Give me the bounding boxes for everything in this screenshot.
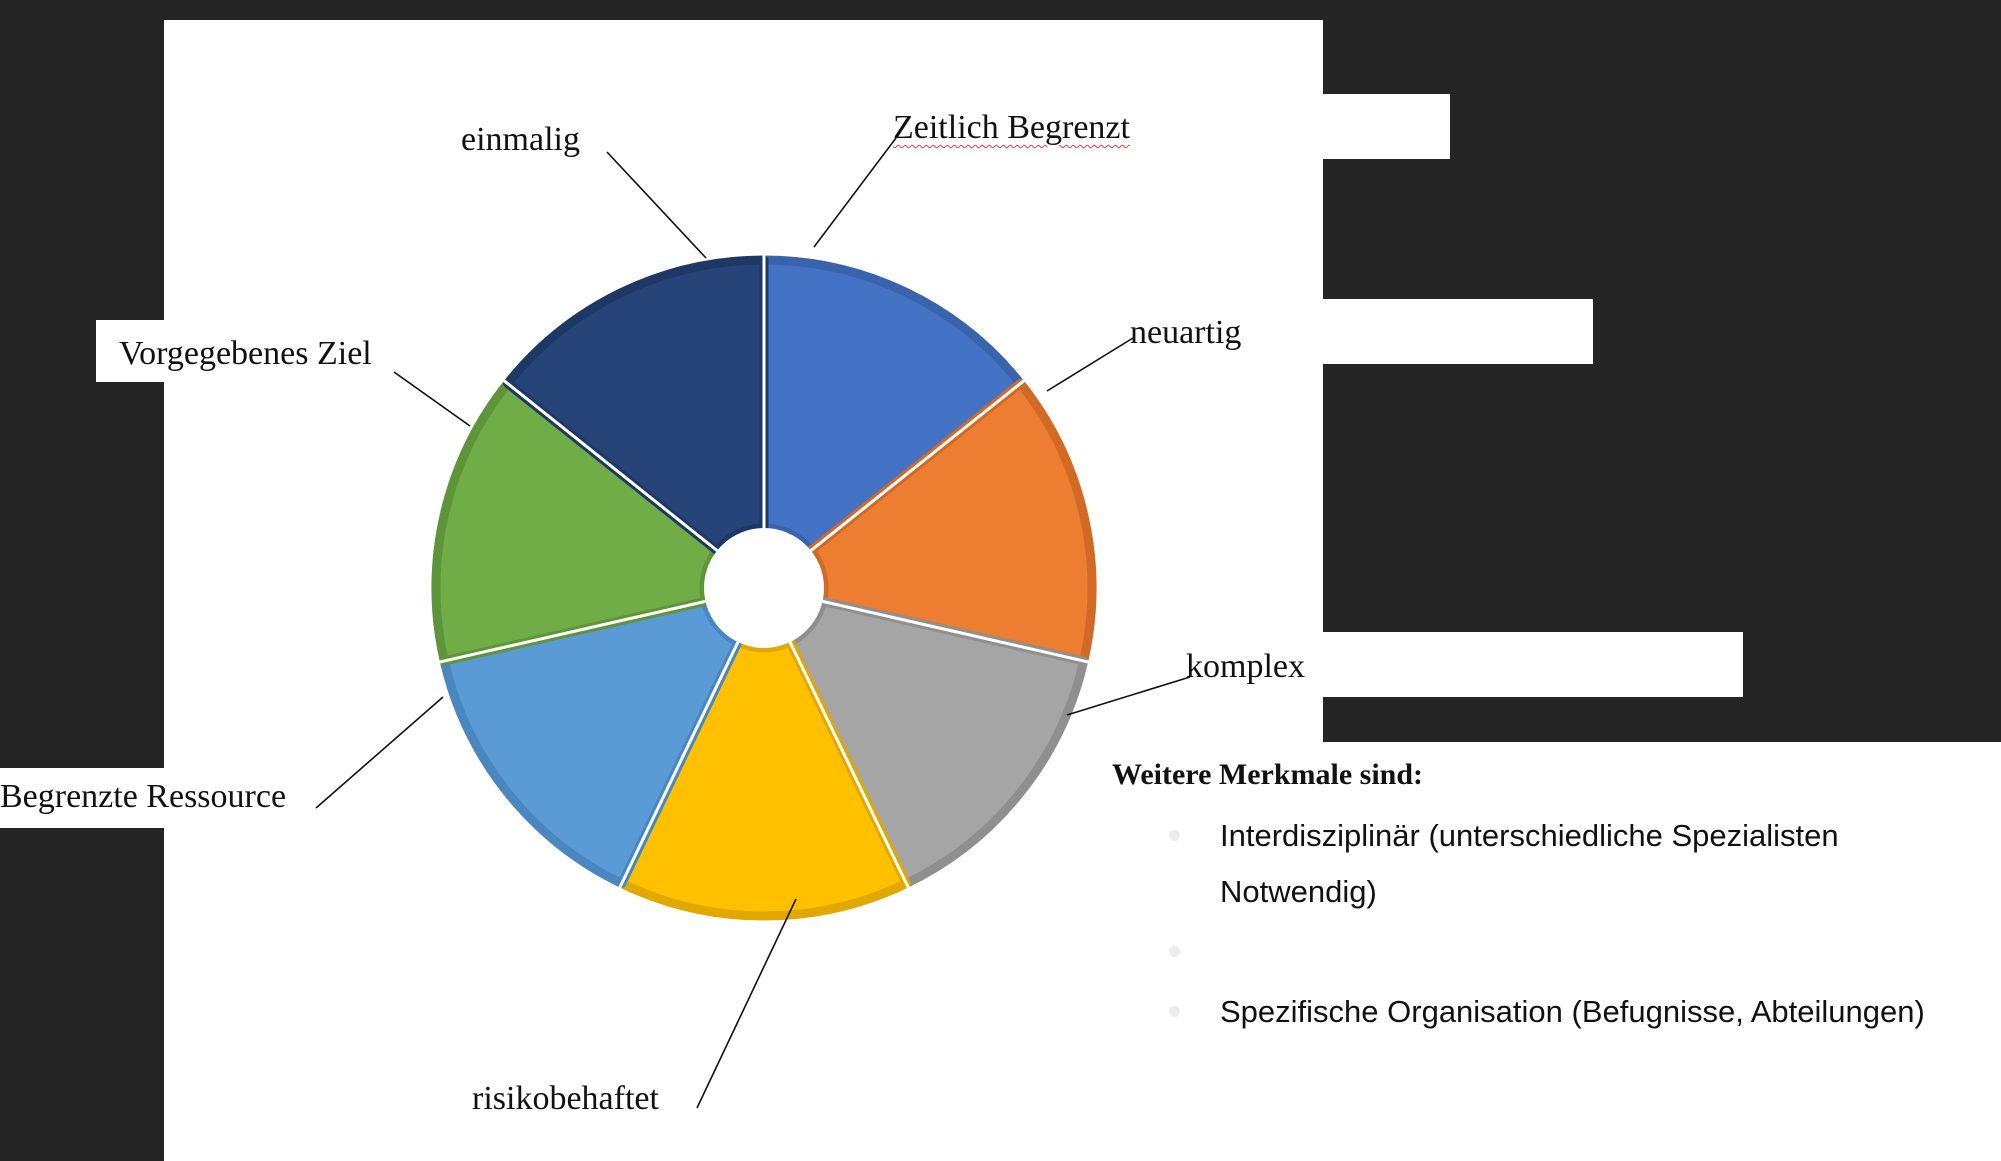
leader-line-neuartig [1046,337,1134,392]
bullet-dot-icon [1169,1006,1180,1017]
list-item: Spezifische Organisation (Befugnisse, Ab… [1160,984,1980,1040]
list-item-text: Spezifische Organisation (Befugnisse, Ab… [1220,994,1925,1029]
segment-separator [501,378,719,552]
label-begrenzte-ressource: Begrenzte Ressource [0,778,287,815]
segment-separator [809,378,1027,552]
donut-hole [704,528,824,648]
leader-line-risiko [696,898,797,1109]
segment-separator [788,641,911,890]
bullet-dot-icon [1169,830,1180,841]
leader-line-einmalig [606,151,707,259]
notes-area [1089,742,2001,1161]
leader-line-begrenzte [315,696,444,809]
text-box-zeitlich [1323,94,1450,159]
label-zeitlich-begrenzt: Zeitlich Begrenzt [893,109,1130,146]
segment-separator [822,599,1090,664]
bullet-dot-icon [1169,946,1180,957]
list-item-text: Interdisziplinär (unterschiedliche Spezi… [1220,818,1839,909]
label-box-begrenzte [0,768,164,828]
text-box-neuartig [1323,299,1593,364]
segment-separator [438,599,706,664]
leader-line-komplex [1066,676,1191,716]
list-item [1160,924,1980,980]
label-risikobehaftet: risikobehaftet [472,1080,659,1117]
document-strip-bottom [164,1128,1089,1161]
notes-bullet-list: Interdisziplinär (unterschiedliche Spezi… [1160,808,1980,1044]
label-komplex: komplex [1186,648,1305,685]
list-item: Interdisziplinär (unterschiedliche Spezi… [1160,808,1980,920]
segment-separator [617,641,740,890]
label-box-risiko [450,1070,728,1130]
text-box-komplex [1323,632,1743,697]
leader-line-vorgegebenes [393,371,471,427]
label-einmalig: einmalig [461,121,580,158]
label-vorgegebenes-ziel: Vorgegebenes Ziel [119,335,372,372]
leader-line-zeitlich [813,133,900,248]
notes-heading: Weitere Merkmale sind: [1112,758,1424,791]
label-neuartig: neuartig [1130,314,1242,351]
label-box-vorgegebenes [96,320,396,382]
